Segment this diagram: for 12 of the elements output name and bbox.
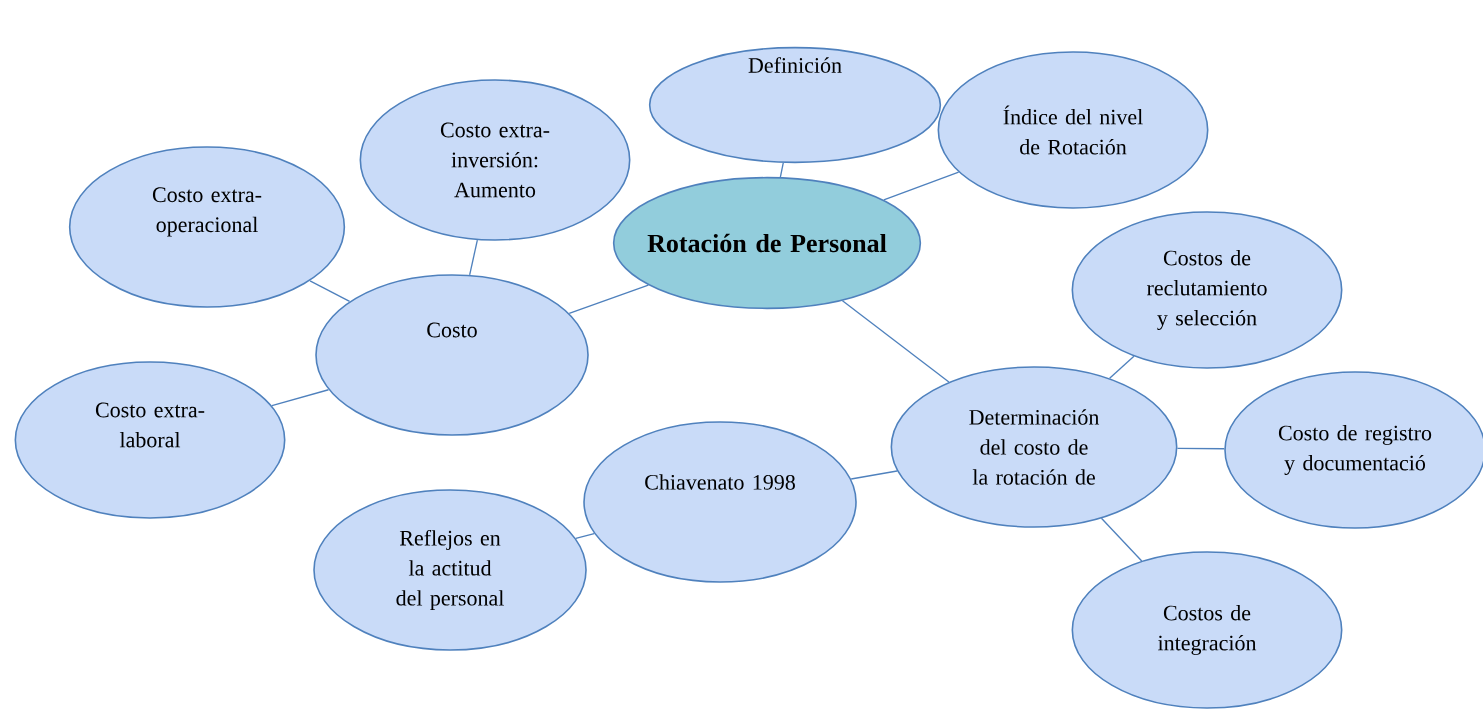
connector-line: [779, 162, 784, 178]
connector-line: [469, 239, 478, 276]
connector-line: [575, 533, 595, 539]
connector-line: [850, 470, 898, 480]
connector-line: [271, 389, 330, 407]
connector-line: [883, 171, 960, 201]
connector-line: [841, 300, 950, 383]
connector-line: [1100, 517, 1143, 562]
connector-line: [309, 280, 351, 303]
connector-line: [1109, 355, 1135, 379]
connector-line: [568, 284, 649, 314]
connector-line: [1176, 447, 1225, 450]
